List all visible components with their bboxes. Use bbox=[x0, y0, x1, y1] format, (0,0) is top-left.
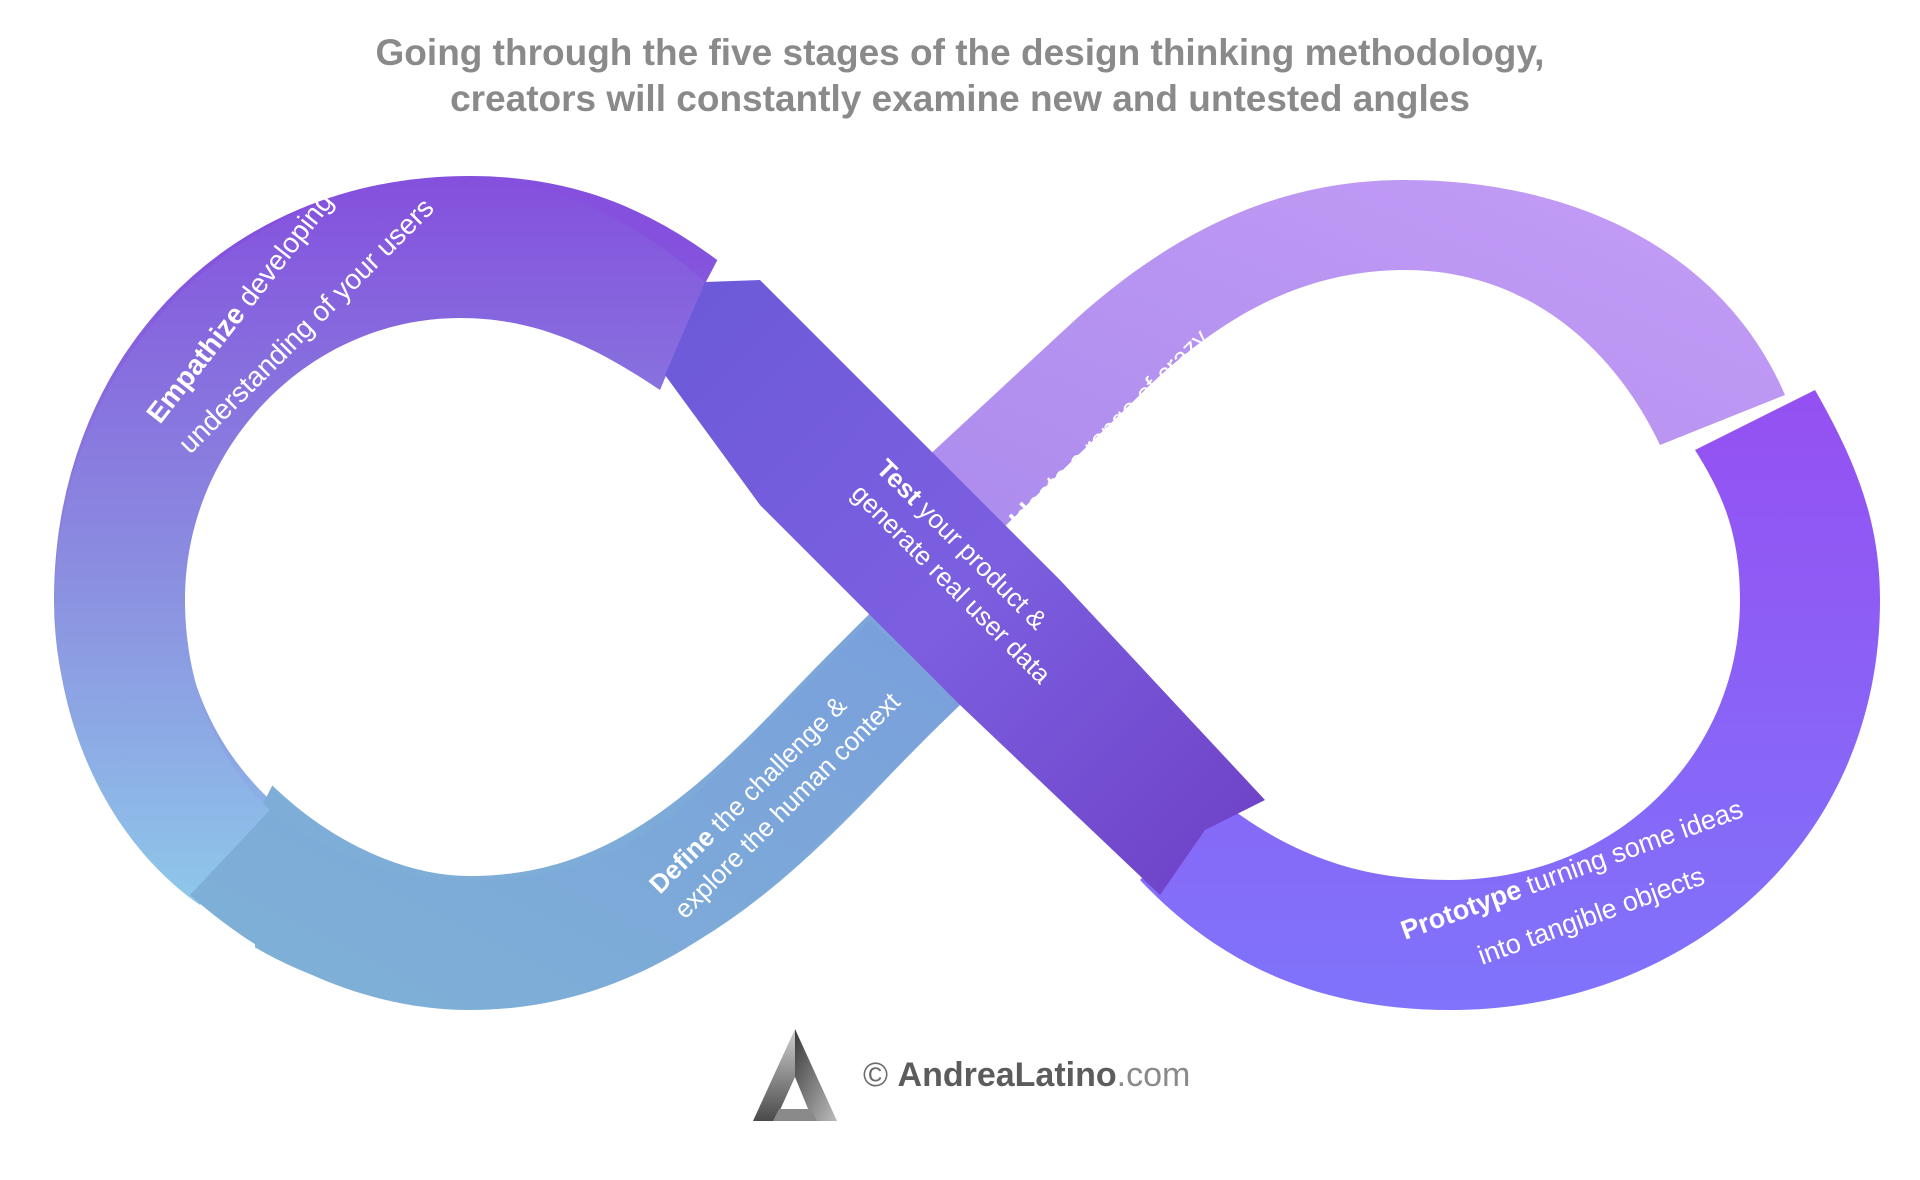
triangle-a-logo-icon bbox=[753, 1029, 837, 1121]
headline-line-2: creators will constantly examine new and… bbox=[450, 78, 1470, 119]
brand-suffix: .com bbox=[1116, 1055, 1191, 1094]
brand-name: AndreaLatino bbox=[897, 1055, 1117, 1094]
copyright-symbol: © bbox=[863, 1055, 889, 1094]
credit: © AndreaLatino.com bbox=[745, 1025, 1190, 1125]
headline: Going through the five stages of the des… bbox=[0, 30, 1920, 122]
prototype-segment bbox=[1140, 390, 1880, 1010]
define-segment bbox=[190, 620, 960, 1010]
empathize-segment bbox=[55, 178, 705, 905]
credit-text: © AndreaLatino.com bbox=[863, 1056, 1190, 1095]
ideate-segment bbox=[870, 180, 1785, 570]
test-segment bbox=[665, 280, 1265, 895]
headline-line-1: Going through the five stages of the des… bbox=[375, 32, 1545, 73]
